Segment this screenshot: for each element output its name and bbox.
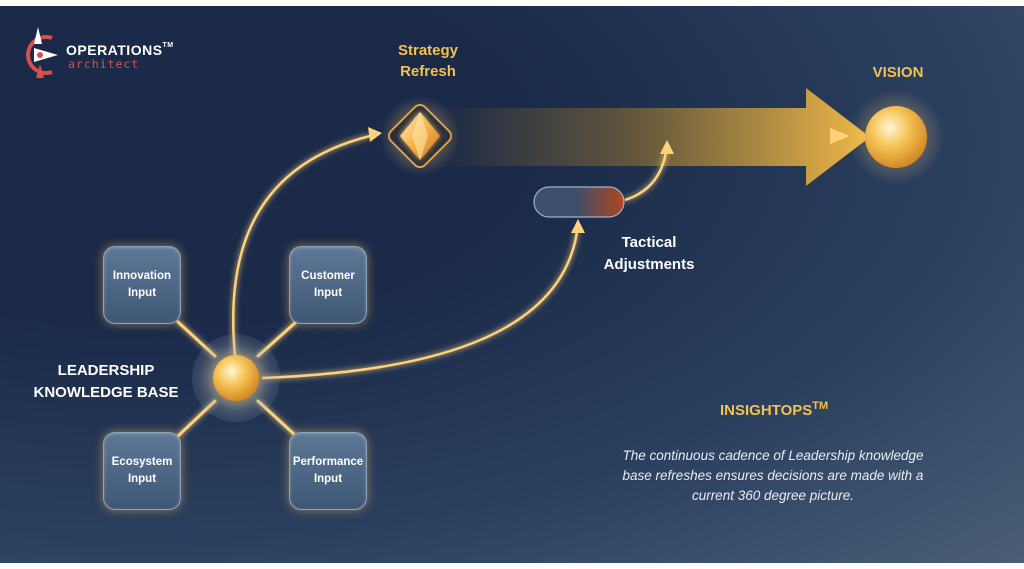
- hub-to-strategy-arrow: [231, 127, 382, 357]
- leadership-knowledge-hub-icon: [192, 334, 280, 422]
- insightops-description: The continuous cadence of Leadership kno…: [622, 448, 924, 503]
- logo-trademark: TM: [162, 42, 174, 49]
- strategy-to-vision-arrow: [440, 88, 870, 186]
- tactical-to-vision-arrow: [624, 140, 674, 202]
- ecosystem-input-line1: Ecosystem: [111, 456, 173, 468]
- vision-sphere-icon: [848, 89, 944, 185]
- logo-tagline: architect: [68, 57, 140, 71]
- insightops-title: INSIGHTOPSTM: [720, 400, 829, 419]
- top-border: [0, 0, 1024, 6]
- vision-label: VISION: [872, 64, 924, 81]
- performance-input-line1: Performance: [292, 456, 364, 468]
- tactical-adjustment-pill: [533, 186, 625, 218]
- customer-input-line2: Input: [313, 287, 343, 299]
- strategy-refresh-diamond-icon: [380, 96, 460, 176]
- hub-to-tactical-arrow: [261, 219, 585, 380]
- customer-input-line1: Customer: [301, 270, 355, 282]
- innovation-input-line2: Input: [127, 287, 157, 299]
- ecosystem-input-line2: Input: [127, 473, 157, 485]
- bottom-border: [0, 563, 1024, 569]
- innovation-input-line1: Innovation: [112, 270, 172, 282]
- logo-wordmark: OPERATIONSTM: [66, 42, 174, 58]
- insightops-trademark: TM: [812, 400, 829, 412]
- logo-mark-icon: [26, 27, 58, 78]
- performance-input-line2: Input: [313, 473, 343, 485]
